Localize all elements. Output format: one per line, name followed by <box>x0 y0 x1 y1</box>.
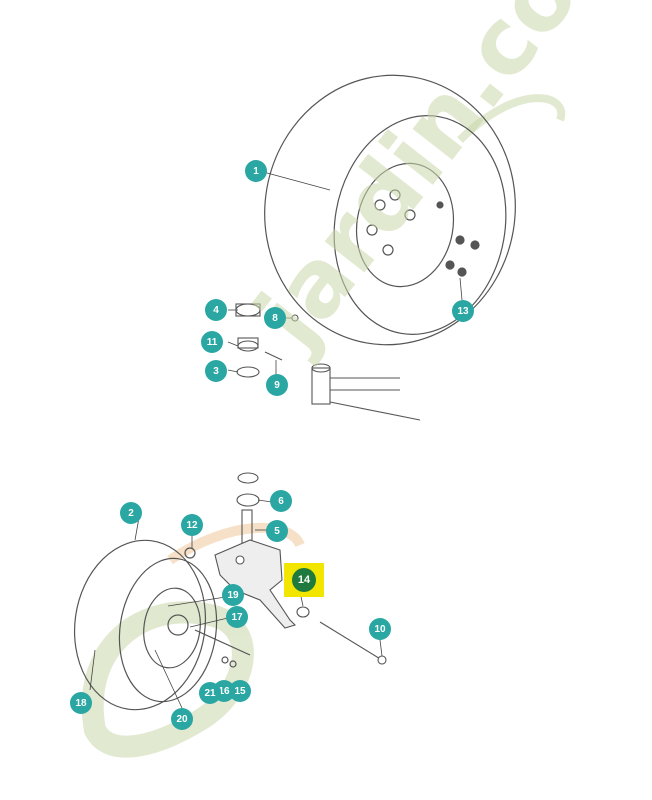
callout-9: 9 <box>266 374 288 396</box>
callout-18: 18 <box>70 692 92 714</box>
front-wheel <box>73 539 251 711</box>
callout-20: 20 <box>171 708 193 730</box>
callout-1: 1 <box>245 160 267 182</box>
callout-5: 5 <box>266 520 288 542</box>
callout-12: 12 <box>181 514 203 536</box>
callout-14-highlight: 14 <box>284 563 324 597</box>
callout-11: 11 <box>201 331 223 353</box>
callout-21: 21 <box>199 682 221 704</box>
callout-15: 15 <box>229 680 251 702</box>
callout-4: 4 <box>205 299 227 321</box>
callout-17: 17 <box>226 606 248 628</box>
rear-wheel <box>264 74 516 346</box>
callout-2: 2 <box>120 502 142 524</box>
callout-8: 8 <box>264 307 286 329</box>
callout-3: 3 <box>205 360 227 382</box>
callout-19: 19 <box>222 584 244 606</box>
callout-10: 10 <box>369 618 391 640</box>
callout-6: 6 <box>270 490 292 512</box>
callout-13: 13 <box>452 300 474 322</box>
callout-14: 14 <box>292 568 316 592</box>
